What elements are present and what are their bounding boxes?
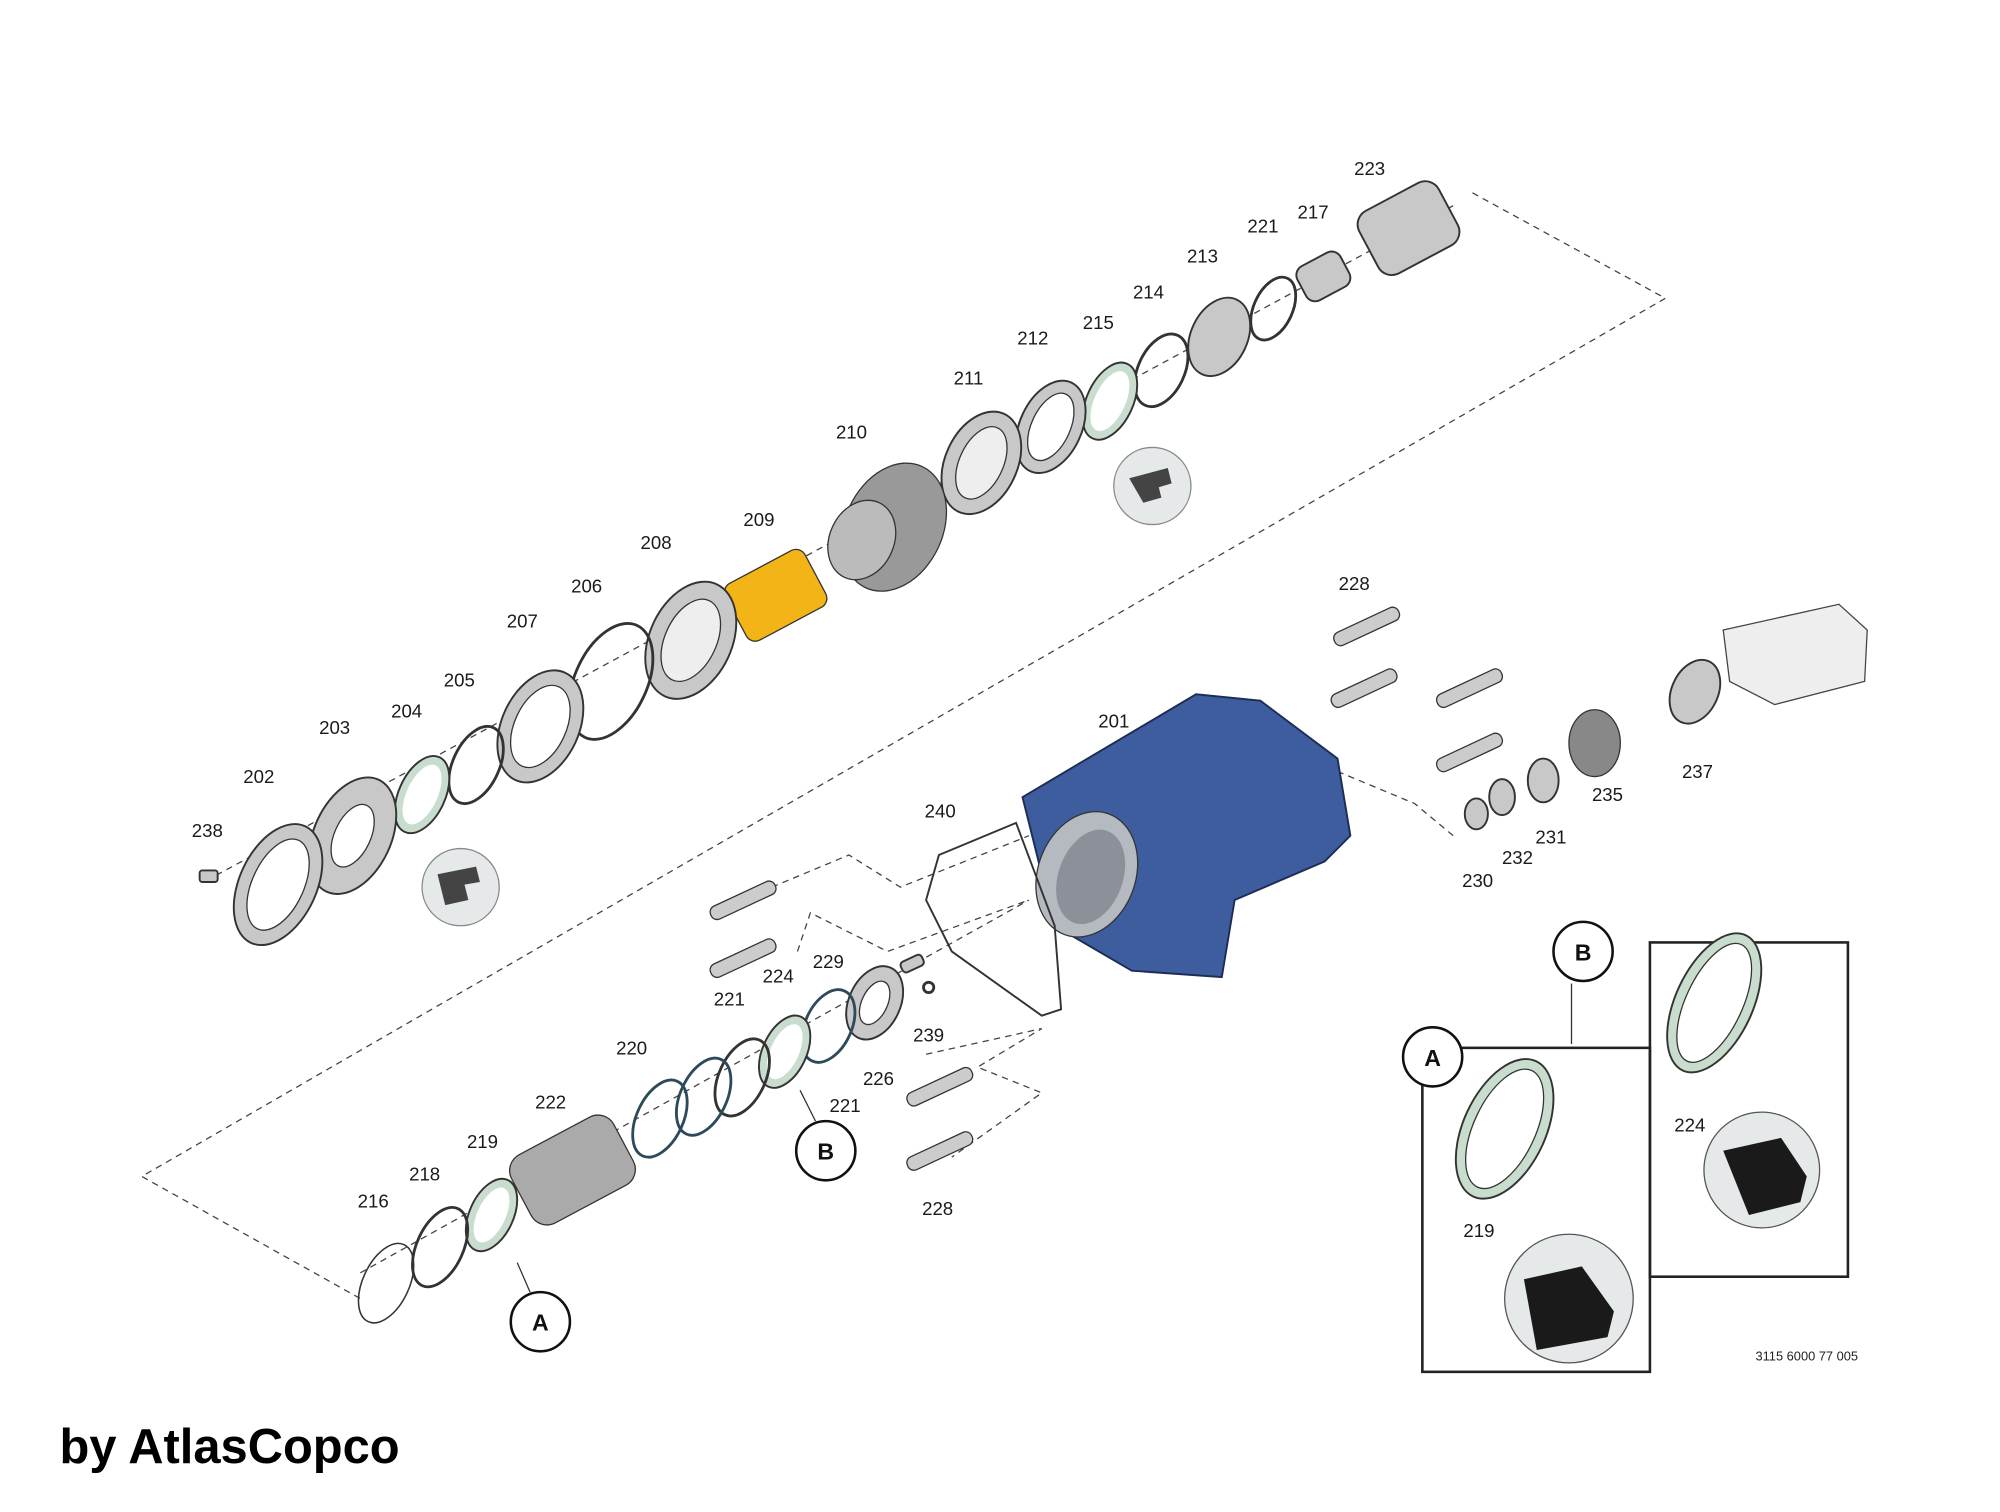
part-222-piston xyxy=(509,1114,636,1226)
label-221: 221 xyxy=(830,1095,861,1116)
callout-b-label: B xyxy=(817,1139,834,1165)
inset-b: B xyxy=(1552,920,1850,1278)
part-231 xyxy=(1526,757,1560,804)
inset-b-label: B xyxy=(1575,939,1592,965)
part-235-gear xyxy=(1568,709,1622,778)
label-239: 239 xyxy=(913,1024,944,1045)
label-232: 232 xyxy=(1502,847,1533,868)
label-223: 223 xyxy=(1354,158,1385,179)
part-223-sleeve xyxy=(1356,180,1461,277)
part-239-oring xyxy=(922,980,936,994)
assembly-dash-line xyxy=(771,835,1030,888)
label-218: 218 xyxy=(409,1163,440,1184)
part-214 xyxy=(1133,332,1190,409)
part-217 xyxy=(1295,250,1352,303)
part-218-ring xyxy=(411,1206,470,1289)
label-230: 230 xyxy=(1462,870,1493,891)
part-237-bearing xyxy=(1668,658,1722,725)
part-221-oring xyxy=(713,1037,771,1118)
part-229-pin xyxy=(899,953,925,974)
part-230 xyxy=(1463,797,1489,831)
part-206-oring xyxy=(567,622,655,741)
part-221-oring xyxy=(1249,275,1298,342)
brand-caption: by AtlasCopco xyxy=(60,1420,400,1474)
label-221: 221 xyxy=(714,988,745,1009)
label-209: 209 xyxy=(743,509,774,530)
label-240: 240 xyxy=(925,801,956,822)
label-228: 228 xyxy=(1339,573,1370,594)
label-212: 212 xyxy=(1017,328,1048,349)
label-228: 228 xyxy=(922,1198,953,1219)
label-210: 210 xyxy=(836,421,867,442)
label-201: 201 xyxy=(1098,711,1129,732)
label-203: 203 xyxy=(319,717,350,738)
label-221: 221 xyxy=(1247,216,1278,237)
drawing-number: 3115 6000 77 005 xyxy=(1755,1348,1858,1363)
label-214: 214 xyxy=(1133,281,1164,302)
label-204: 204 xyxy=(391,700,422,721)
callout-a-label: A xyxy=(532,1310,549,1336)
inset-a: A xyxy=(1401,1026,1652,1374)
label-224-inset: 224 xyxy=(1674,1114,1705,1135)
part-labels: 223 217 221 213 214 215 212 211 210 209 … xyxy=(192,158,1713,1241)
part-240-gasket xyxy=(925,821,1063,1017)
label-219-inset: 219 xyxy=(1463,1220,1494,1241)
inset-a-label: A xyxy=(1424,1045,1441,1071)
label-211: 211 xyxy=(954,367,984,388)
label-215: 215 xyxy=(1083,312,1114,333)
part-201-housing xyxy=(1021,693,1352,979)
assembly-dash-line xyxy=(796,899,1030,953)
part-205 xyxy=(447,725,505,805)
label-235: 235 xyxy=(1592,784,1623,805)
part-213 xyxy=(1187,296,1252,377)
label-207: 207 xyxy=(507,610,538,631)
label-219: 219 xyxy=(467,1131,498,1152)
assembly-dash-line xyxy=(140,192,1667,1300)
label-237: 237 xyxy=(1682,761,1713,782)
label-231: 231 xyxy=(1535,826,1566,847)
label-222: 222 xyxy=(535,1091,566,1112)
assembly-dash-line xyxy=(1337,770,1454,837)
label-213: 213 xyxy=(1187,245,1218,266)
part-216-ring xyxy=(357,1242,415,1324)
part-232 xyxy=(1488,778,1516,817)
part-221-oring xyxy=(800,988,857,1064)
label-208: 208 xyxy=(641,532,672,553)
part-209-sleeve xyxy=(723,548,828,642)
label-220: 220 xyxy=(616,1037,647,1058)
label-226: 226 xyxy=(863,1068,894,1089)
part-220-ring xyxy=(631,1078,689,1159)
part-238-screw xyxy=(198,869,219,883)
label-217: 217 xyxy=(1298,202,1329,223)
callout-b xyxy=(794,1119,857,1182)
label-206: 206 xyxy=(571,576,602,597)
label-229: 229 xyxy=(813,951,844,972)
label-238: 238 xyxy=(192,820,223,841)
label-216: 216 xyxy=(358,1190,389,1211)
label-224: 224 xyxy=(763,965,794,986)
label-202: 202 xyxy=(243,766,274,787)
part-228-pins xyxy=(709,606,1504,1171)
hydraulic-pump xyxy=(1722,603,1868,706)
label-205: 205 xyxy=(444,670,475,691)
callout-a xyxy=(509,1290,572,1353)
